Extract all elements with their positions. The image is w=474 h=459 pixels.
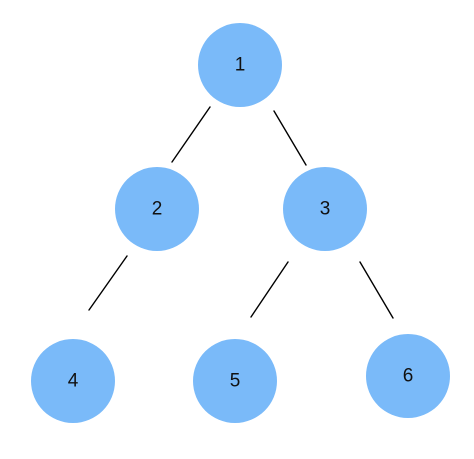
node-1-label: 1	[235, 55, 246, 76]
node-1-circle	[198, 23, 282, 107]
node-4-circle	[31, 339, 115, 423]
edges-group	[88, 106, 394, 319]
node-3-circle	[283, 167, 367, 251]
edge-2-4	[88, 255, 128, 311]
node-5-circle	[193, 339, 277, 423]
node-6-label: 6	[403, 366, 414, 387]
node-5: 5	[193, 339, 277, 423]
node-3-label: 3	[320, 199, 331, 220]
edge-1-3	[273, 110, 307, 166]
node-4: 4	[31, 339, 115, 423]
edge-1-2	[171, 106, 211, 163]
node-2: 2	[115, 167, 199, 251]
node-4-label: 4	[68, 371, 79, 392]
node-5-label: 5	[230, 371, 241, 392]
node-6-circle	[366, 334, 450, 418]
node-3: 3	[283, 167, 367, 251]
node-2-label: 2	[152, 199, 163, 220]
node-2-circle	[115, 167, 199, 251]
node-1: 1	[198, 23, 282, 107]
edge-3-5	[250, 261, 289, 318]
edge-3-6	[359, 261, 394, 319]
node-6: 6	[366, 334, 450, 418]
